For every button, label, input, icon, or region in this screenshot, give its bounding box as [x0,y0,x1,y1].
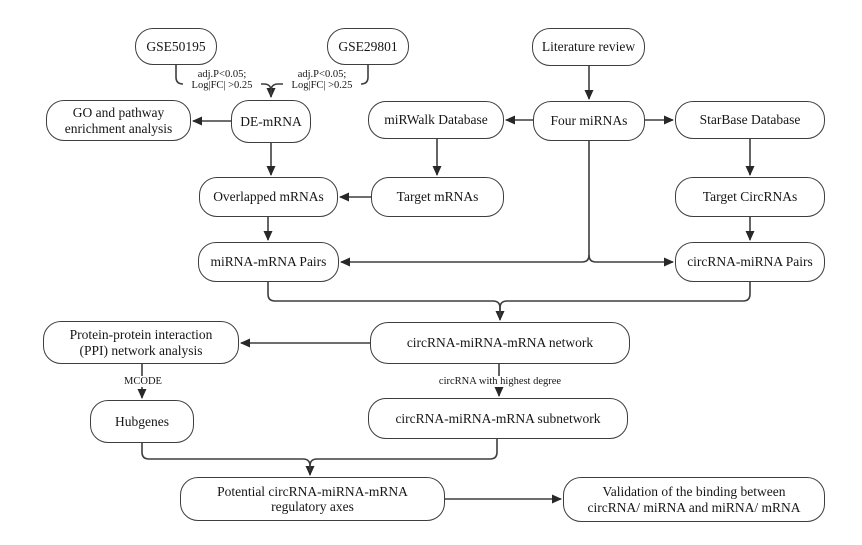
filter-right-line1: adj.P<0.05; [297,69,347,80]
node-validation-binding: Validation of the binding between circRN… [563,477,825,522]
node-de-mrna: DE-mRNA [231,100,311,143]
filter-left-line2: Log|FC| >0.25 [191,80,253,92]
hubgenes-label: Hubgenes [115,413,169,429]
node-mirna-mrna-pairs: miRNA-mRNA Pairs [198,242,339,282]
node-go-pathway-analysis: GO and pathway enrichment analysis [46,100,191,141]
edge-label-filter-left: adj.P<0.05; Log|FC| >0.25 [183,69,261,92]
four-mirnas-label: Four miRNAs [550,113,628,129]
validation-line1: Validation of the binding between [602,484,786,500]
starbase-database-label: StarBase Database [699,112,801,128]
mirna-mrna-pairs-label: miRNA-mRNA Pairs [210,254,327,270]
circrna-mirna-pairs-label: circRNA-miRNA Pairs [687,254,813,270]
edge-label-filter-right: adj.P<0.05; Log|FC| >0.25 [283,69,361,92]
target-circrnas-label: Target CircRNAs [702,189,798,205]
filter-left-line1: adj.P<0.05; [197,69,247,80]
node-mirwalk-database: miRWalk Database [368,101,504,139]
mirwalk-database-label: miRWalk Database [384,112,488,128]
highest-degree-label: circRNA with highest degree [438,376,562,387]
edge-four-mirnas-to-circrna-mirna-pairs [588,254,674,267]
node-target-circrnas: Target CircRNAs [675,177,825,217]
node-overlapped-mrnas: Overlapped mRNAs [199,177,338,217]
de-mrna-label: DE-mRNA [240,113,302,129]
potential-line1: Potential circRNA-miRNA-mRNA [217,483,408,499]
mcode-label: MCODE [124,376,162,387]
edge-label-highest-degree: circRNA with highest degree [428,376,572,388]
potential-line2: regulatory axes [271,499,354,514]
overlapped-mrnas-label: Overlapped mRNAs [213,189,324,205]
node-circrna-mirna-pairs: circRNA-miRNA Pairs [675,242,825,282]
node-circrna-mirna-mrna-subnetwork: circRNA-miRNA-mRNA subnetwork [368,398,628,439]
gse29801-label: GSE29801 [338,38,398,54]
ppi-line1: Protein-protein interaction [69,327,213,343]
node-gse50195: GSE50195 [135,28,217,65]
node-literature-review: Literature review [532,28,645,66]
go-pathway-line2: enrichment analysis [64,120,173,136]
ppi-line2: (PPI) network analysis [79,342,203,358]
validation-line2: circRNA/ miRNA and miRNA/ mRNA [587,499,801,515]
subnetwork-label: circRNA-miRNA-mRNA subnetwork [395,410,601,426]
node-circrna-mirna-mrna-network: circRNA-miRNA-mRNA network [370,322,630,364]
literature-review-label: Literature review [541,39,636,55]
edge-circrna-mirna-pairs-to-network [499,282,751,316]
network-label: circRNA-miRNA-mRNA network [406,335,594,351]
node-four-mirnas: Four miRNAs [533,101,645,141]
gse50195-label: GSE50195 [146,38,206,54]
filter-right-line2: Log|FC| >0.25 [291,80,353,92]
edge-label-mcode: MCODE [112,376,174,388]
node-target-mrnas: Target mRNAs [371,177,504,217]
node-ppi-analysis: Protein-protein interaction (PPI) networ… [43,321,239,364]
node-hubgenes: Hubgenes [90,400,194,443]
edge-subnetwork-to-potential [309,439,498,471]
target-mrnas-label: Target mRNAs [396,189,479,205]
node-starbase-database: StarBase Database [675,101,825,139]
edge-hubgenes-to-potential [141,443,315,476]
go-pathway-line1: GO and pathway [72,105,165,121]
node-gse29801: GSE29801 [327,28,409,65]
edge-mirna-mrna-pairs-to-network [267,282,505,321]
node-potential-regulatory-axes: Potential circRNA-miRNA-mRNA regulatory … [180,477,445,521]
